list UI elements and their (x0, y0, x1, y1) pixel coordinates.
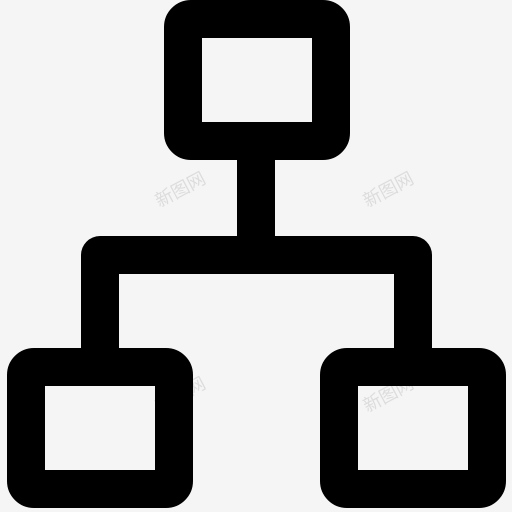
branch-connector (81, 236, 432, 367)
top-node-box (164, 0, 350, 160)
bottom-right-node-box (320, 348, 506, 508)
bottom-left-node-box (7, 348, 193, 508)
